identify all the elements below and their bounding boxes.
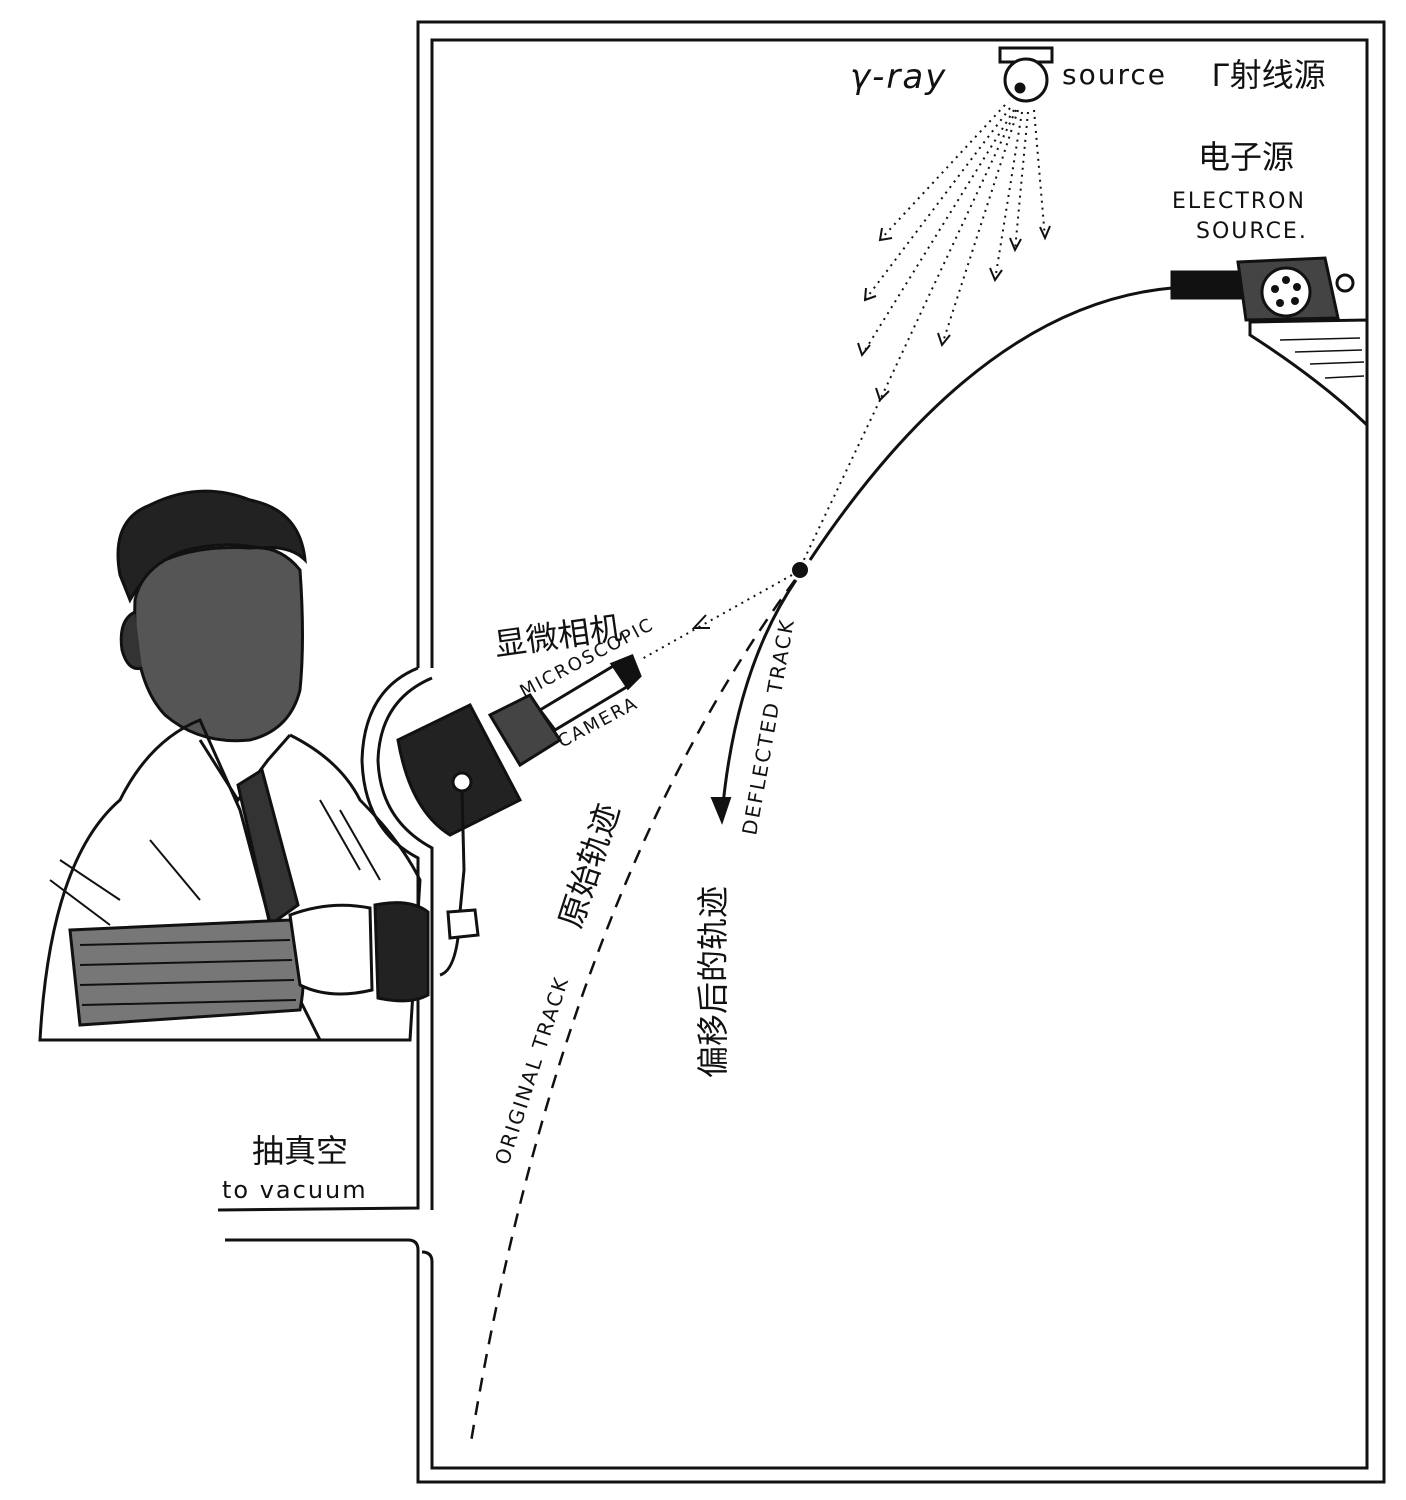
- gamma-source-bulb: [1003, 57, 1049, 103]
- scientist-ear: [119, 610, 143, 671]
- electron-gun-icon: [1170, 256, 1369, 429]
- scientist-tie: [236, 767, 300, 928]
- electron-source-label-en-2: SOURCE.: [1196, 219, 1308, 244]
- vacuum-label-cn: 抽真空: [252, 1133, 348, 1169]
- gamma-ray-label-cn: Γ射线源: [1212, 57, 1326, 93]
- camera-lens-tip: [609, 654, 642, 691]
- electron-source-label-en-1: ELECTRON: [1172, 189, 1306, 214]
- electron-gun-base-hatching: [1279, 337, 1365, 379]
- electron-gun-knob: [1335, 273, 1355, 293]
- original-track-label-en: ORIGINAL TRACK: [490, 973, 574, 1168]
- camera-knob: [451, 771, 473, 793]
- gamma-ray-arrowheads: [857, 225, 1051, 402]
- gamma-ray-label-en-1: γ-ray: [850, 57, 947, 97]
- collision-electron: [792, 562, 808, 578]
- scientist-portrait: [38, 489, 422, 1042]
- original-track-label-cn: 原始轨迹: [552, 799, 626, 932]
- sleeve-hatching: [49, 799, 381, 1006]
- gamma-source-mount: [998, 46, 1054, 64]
- electron-gun-base: [1248, 318, 1369, 429]
- deflected-track: [720, 579, 798, 816]
- deflected-track-arrowhead: [710, 797, 732, 825]
- scattered-photon-track: [639, 574, 793, 661]
- camera-mount: [446, 908, 480, 940]
- scattered-photon-arrowhead: [691, 614, 710, 629]
- scientist-jacket-right: [289, 733, 422, 1042]
- gamma-ray-source-icon: [998, 46, 1054, 103]
- camera-body: [396, 703, 523, 837]
- gamma-rays: [799, 104, 1046, 569]
- electron-trajectory: [808, 286, 1173, 561]
- camera-lens-barrel: [487, 693, 563, 768]
- microscope-camera-icon: [373, 654, 642, 1003]
- scientist-sleeve: [68, 918, 305, 1027]
- deflected-track-label-cn: 偏移后的轨迹: [695, 886, 731, 1078]
- scientist-hair: [116, 489, 307, 604]
- original-track: [468, 579, 797, 1449]
- scientist-jacket: [38, 718, 323, 1042]
- gamma-ray-label-en-2: source: [1062, 58, 1167, 91]
- chamber-walls: [217, 20, 1386, 1484]
- gamma-ray-4: [941, 109, 1019, 346]
- gamma-ray-3: [861, 109, 1015, 356]
- gamma-ray-6: [1014, 111, 1029, 251]
- gamma-ray-2: [864, 107, 1011, 301]
- vacuum-label-en: to vacuum: [222, 1176, 368, 1204]
- gamma-ray-8: [879, 109, 1017, 401]
- electron-gun-wheel: [1260, 266, 1312, 318]
- scientist-hand: [288, 903, 374, 996]
- gamma-ray-7: [1033, 109, 1046, 239]
- camera-grip: [373, 901, 430, 1003]
- electron-gun-barrel: [1170, 270, 1246, 300]
- gamma-ray-1: [879, 104, 1006, 241]
- electron-source-label-cn: 电子源: [1198, 139, 1294, 175]
- gamma-ray-5: [994, 111, 1023, 281]
- gamma-ray-to-electron: [799, 399, 881, 569]
- scientist-head: [133, 546, 304, 743]
